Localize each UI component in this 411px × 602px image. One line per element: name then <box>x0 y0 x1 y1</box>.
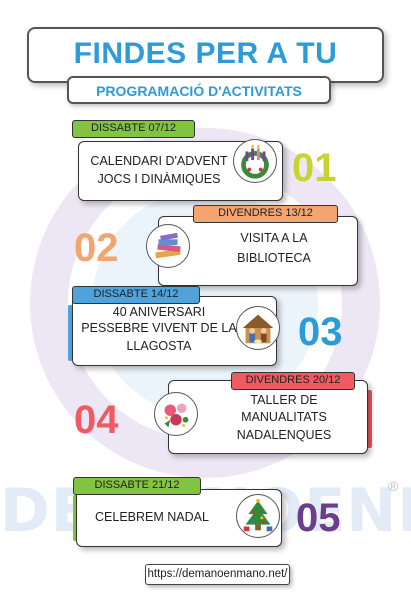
event-4-date-tag: DIVENDRES 20/12 <box>231 372 355 390</box>
event-card-3: 40 ANIVERSARI PESSEBRE VIVENT DE LA LLAG… <box>72 296 277 366</box>
watermark-registered: ® <box>388 478 399 494</box>
event-5-line-1: CELEBREM NADAL <box>95 510 209 524</box>
event-3-line-2: PESSEBRE VIVENT DE LA <box>81 321 237 335</box>
event-5-stripe <box>73 495 78 541</box>
title-box: FINDES PER A TU <box>27 27 384 83</box>
event-4-stripe <box>367 390 372 448</box>
books-icon <box>146 224 190 268</box>
event-4-line-2: MANUALITATS <box>241 410 327 424</box>
event-3-number: 03 <box>298 310 343 354</box>
website-link[interactable]: https://demanoenmano.net/ <box>145 564 290 585</box>
event-4-line-1: TALLER DE <box>250 393 318 407</box>
page-title: FINDES PER A TU <box>73 37 338 70</box>
event-5-date-tag: DISSABTE 21/12 <box>73 477 201 495</box>
event-2-line-2: BIBLIOTECA <box>237 251 311 265</box>
event-1-line-2: JOCS I DINÀMIQUES <box>97 172 221 186</box>
christmas-tree-icon <box>236 494 280 538</box>
event-1-date-tag: DISSABTE 07/12 <box>72 120 195 138</box>
event-2-line-1: VISITA A LA <box>240 231 308 245</box>
event-4-line-3: NADALENQUES <box>236 428 332 442</box>
event-3-line-3: LLAGOSTA <box>126 339 192 353</box>
event-2-number: 02 <box>74 226 119 270</box>
event-5-number: 05 <box>296 496 341 540</box>
event-3-stripe <box>68 305 73 361</box>
event-1-number: 01 <box>292 146 337 190</box>
crafts-icon <box>154 392 198 436</box>
event-1-line-1: CALENDARI D'ADVENT <box>90 154 228 168</box>
page-subtitle: PROGRAMACIÓ D'ACTIVITATS <box>96 83 302 99</box>
event-3-date-tag: DISSABTE 14/12 <box>72 286 200 304</box>
event-card-2: VISITA A LA BIBLIOTECA <box>158 216 358 286</box>
subtitle-box: PROGRAMACIÓ D'ACTIVITATS <box>67 76 331 104</box>
nativity-icon <box>236 306 280 350</box>
event-2-date-tag: DIVENDRES 13/12 <box>193 205 338 223</box>
event-card-4: TALLER DE MANUALITATS NADALENQUES <box>168 380 368 454</box>
advent-wreath-icon <box>233 139 277 183</box>
event-3-line-1: 40 ANIVERSARI <box>112 305 206 319</box>
event-4-number: 04 <box>74 398 119 442</box>
